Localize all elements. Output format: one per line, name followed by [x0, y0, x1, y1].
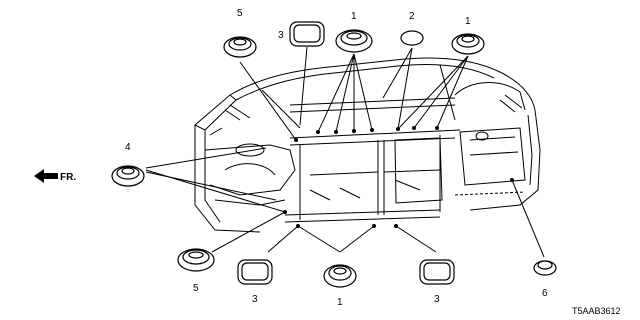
leader-lines	[145, 46, 545, 258]
callout-part-3-top: 3	[278, 30, 284, 41]
callout-part-5-bottom: 5	[193, 283, 199, 294]
callout-part-5-top: 5	[237, 8, 243, 19]
grommet-part-5-top	[223, 36, 257, 58]
grommet-part-1-bottom	[323, 264, 357, 288]
callout-part-3-bottom-right: 3	[434, 294, 440, 305]
callout-part-4: 4	[125, 142, 131, 153]
grommet-part-3-bottom-right	[419, 259, 455, 285]
callout-part-6: 6	[542, 288, 548, 299]
callout-part-3-bottom-left: 3	[252, 294, 258, 305]
front-direction-arrow-icon	[34, 169, 58, 183]
diagram-code: T5AAB3612	[572, 306, 621, 316]
callout-part-1-bottom: 1	[337, 297, 343, 308]
grommet-part-3-bottom-left	[237, 259, 273, 285]
attachment-points	[283, 126, 514, 228]
grommet-part-2	[400, 30, 424, 46]
front-direction-label: FR.	[60, 172, 76, 183]
grommet-part-4	[111, 165, 145, 187]
grommet-part-6	[533, 260, 557, 276]
grommet-part-1-top-right	[451, 33, 485, 55]
car-body-underside	[194, 57, 541, 233]
grommet-part-5-bottom	[177, 248, 215, 272]
callout-part-1-top-right: 1	[465, 16, 471, 27]
grommet-part-3-top	[289, 21, 325, 47]
grommet-part-1-top	[335, 29, 373, 53]
callout-part-1-top: 1	[351, 11, 357, 22]
callout-part-2: 2	[409, 11, 415, 22]
